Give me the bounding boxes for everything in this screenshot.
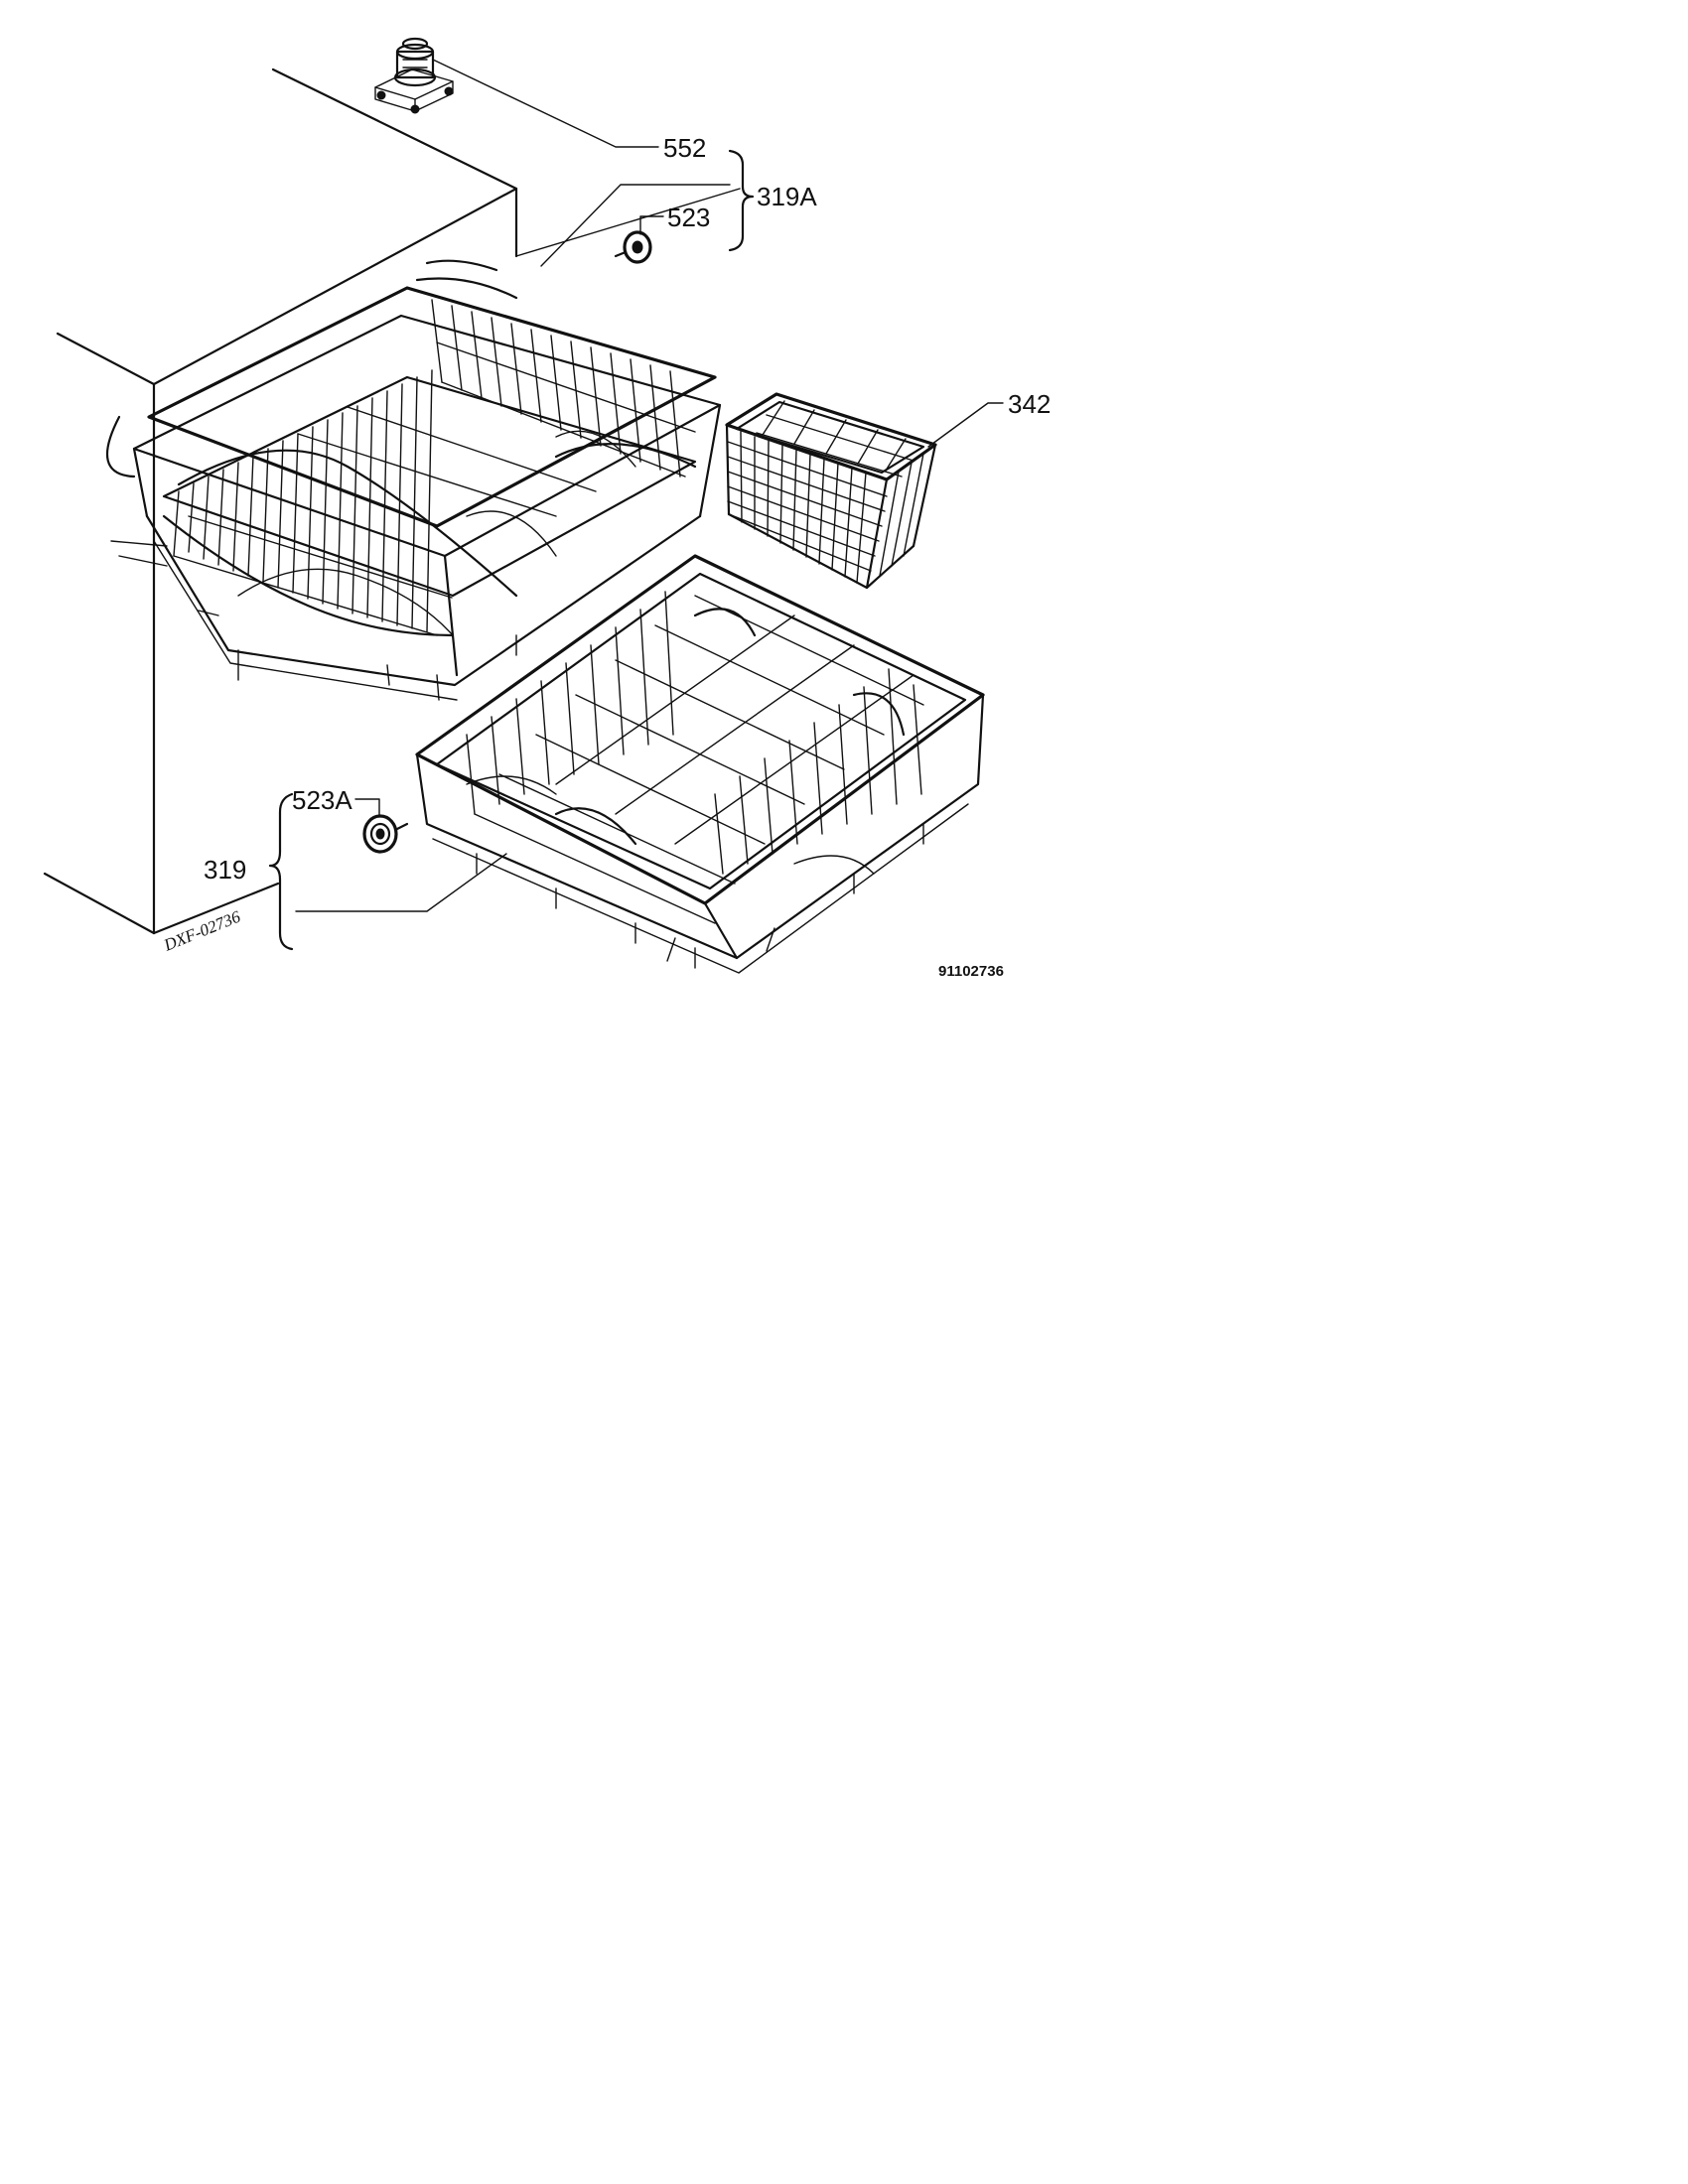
label-523: 523 bbox=[667, 203, 710, 232]
leader-319A bbox=[540, 184, 731, 267]
drawing-number: 91102736 bbox=[938, 963, 1004, 980]
leader-342 bbox=[927, 402, 1004, 448]
leader-552 bbox=[432, 59, 659, 148]
leader-523A bbox=[354, 798, 380, 817]
cutlery-basket bbox=[725, 392, 937, 590]
leader-523 bbox=[639, 215, 664, 235]
leader-319 bbox=[295, 853, 507, 912]
label-552: 552 bbox=[663, 133, 706, 163]
label-523A: 523A bbox=[292, 785, 352, 815]
spray-arm-hub bbox=[374, 37, 454, 114]
roller-wheel-523A bbox=[362, 814, 409, 854]
bracket-319A bbox=[728, 149, 755, 252]
label-319: 319 bbox=[204, 855, 246, 885]
roller-wheel-523 bbox=[614, 230, 652, 264]
label-342: 342 bbox=[1008, 389, 1051, 419]
label-319A: 319A bbox=[757, 182, 817, 211]
upper-basket bbox=[105, 259, 722, 701]
bracket-319 bbox=[268, 792, 294, 951]
dishwasher-cabinet bbox=[43, 68, 741, 935]
lower-basket bbox=[415, 554, 985, 974]
